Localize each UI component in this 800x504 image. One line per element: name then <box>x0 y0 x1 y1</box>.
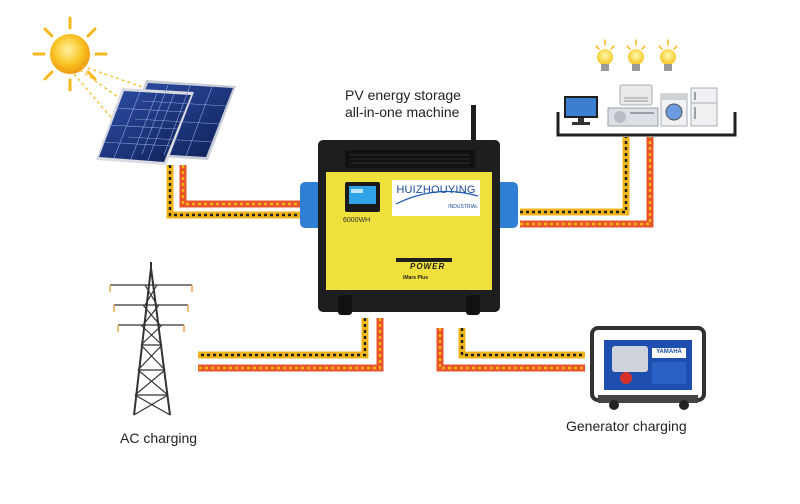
tv-icon <box>564 96 598 125</box>
cable-solar <box>166 165 300 219</box>
solar-panel-icon <box>96 80 236 165</box>
generator-brand: YAMAHA <box>656 349 682 355</box>
brand-name: HUIZHOUYING <box>396 184 476 196</box>
fridge-icon <box>690 87 718 127</box>
brand-subtitle: INDUSTRIAL <box>448 204 478 210</box>
light-bulb-icon <box>595 39 615 71</box>
model-brand: POWER <box>410 262 446 271</box>
generator-charging-label: Generator charging <box>566 418 687 434</box>
transmission-tower-icon <box>109 262 193 416</box>
washing-machine-icon <box>660 93 688 127</box>
light-bulb-icon <box>658 39 678 71</box>
capacity-label: 6000WH <box>343 217 371 224</box>
ac-charging-label: AC charging <box>120 430 198 446</box>
right-handle <box>500 182 518 228</box>
appliance-shelf <box>556 112 737 137</box>
cable-generator <box>436 328 585 372</box>
cable-ac <box>198 318 384 372</box>
machine-title-line1: PV energy storage <box>345 87 461 103</box>
model-name: iMars Plus <box>403 275 429 281</box>
brand-logo-block <box>392 180 480 216</box>
machine-title-line2: all-in-one machine <box>345 104 460 120</box>
air-conditioner-icon <box>607 84 659 127</box>
generator-icon <box>590 326 706 410</box>
cables <box>166 137 654 372</box>
storage-machine <box>300 105 518 315</box>
sun-icon <box>32 16 169 129</box>
light-bulb-icon <box>626 39 646 71</box>
left-handle <box>300 182 318 228</box>
cable-load <box>520 137 654 228</box>
